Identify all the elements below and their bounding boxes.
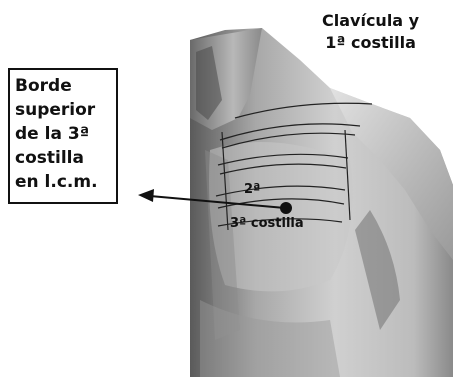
clavicle-first-rib-label: Clavícula y 1ª costilla xyxy=(322,10,419,54)
box-line-5: en l.c.m. xyxy=(15,170,116,194)
top-label-line-2: 1ª costilla xyxy=(322,32,419,54)
box-line-4: costilla xyxy=(15,146,116,170)
second-rib-label: 2ª xyxy=(244,182,260,197)
upper-border-third-rib-label-box: Borde superior de la 3ª costilla en l.c.… xyxy=(8,68,118,204)
top-label-line-1: Clavícula y xyxy=(322,10,419,32)
box-line-2: superior xyxy=(15,98,116,122)
box-line-1: Borde xyxy=(15,74,116,98)
rib-point-marker xyxy=(280,202,292,214)
third-rib-label: 3ª costilla xyxy=(230,216,304,231)
box-line-3: de la 3ª xyxy=(15,122,116,146)
